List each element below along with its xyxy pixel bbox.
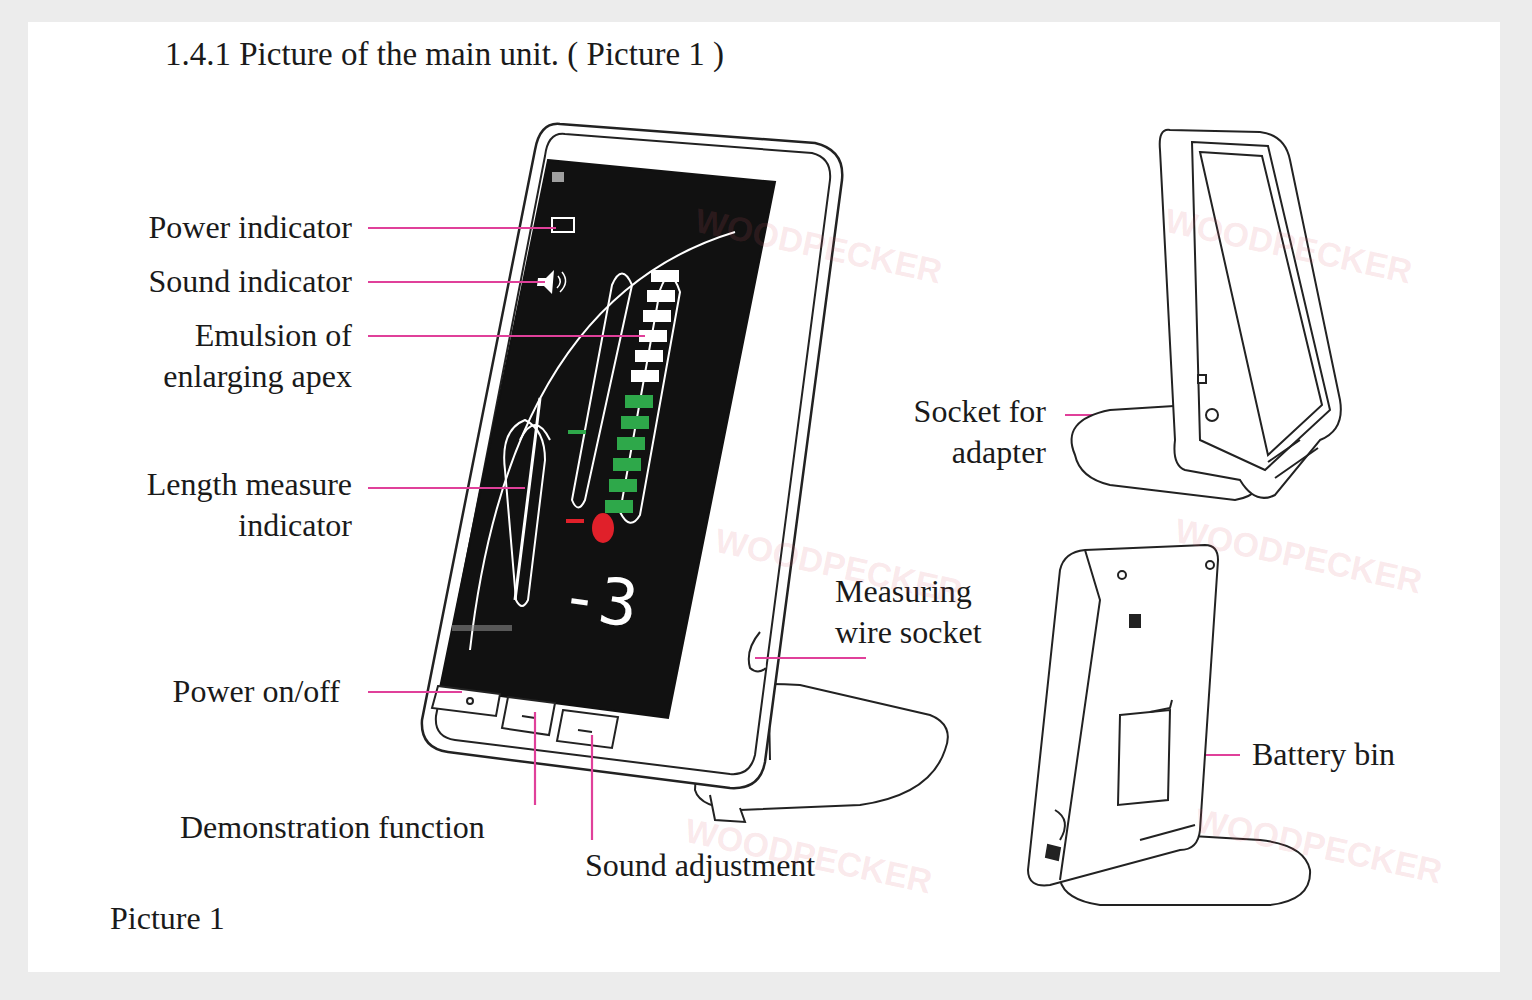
part-label: Battery bin — [1252, 734, 1395, 775]
part-label: Power on/off — [40, 671, 340, 712]
part-label: Socket for adapter — [880, 391, 1046, 473]
part-label: Sound indicator — [52, 261, 352, 302]
screen-display — [452, 172, 735, 650]
part-label: Power indicator — [52, 207, 352, 248]
part-label: Demonstration function — [180, 807, 485, 848]
side-view — [1072, 130, 1341, 500]
display-readout: -3 — [556, 560, 642, 640]
part-label: Emulsion of enlarging apex — [112, 315, 352, 397]
caption: Picture 1 — [110, 898, 225, 938]
title: 1.4.1 Picture of the main unit. ( Pictur… — [165, 34, 724, 74]
part-label: Length measure indicator — [102, 464, 352, 546]
